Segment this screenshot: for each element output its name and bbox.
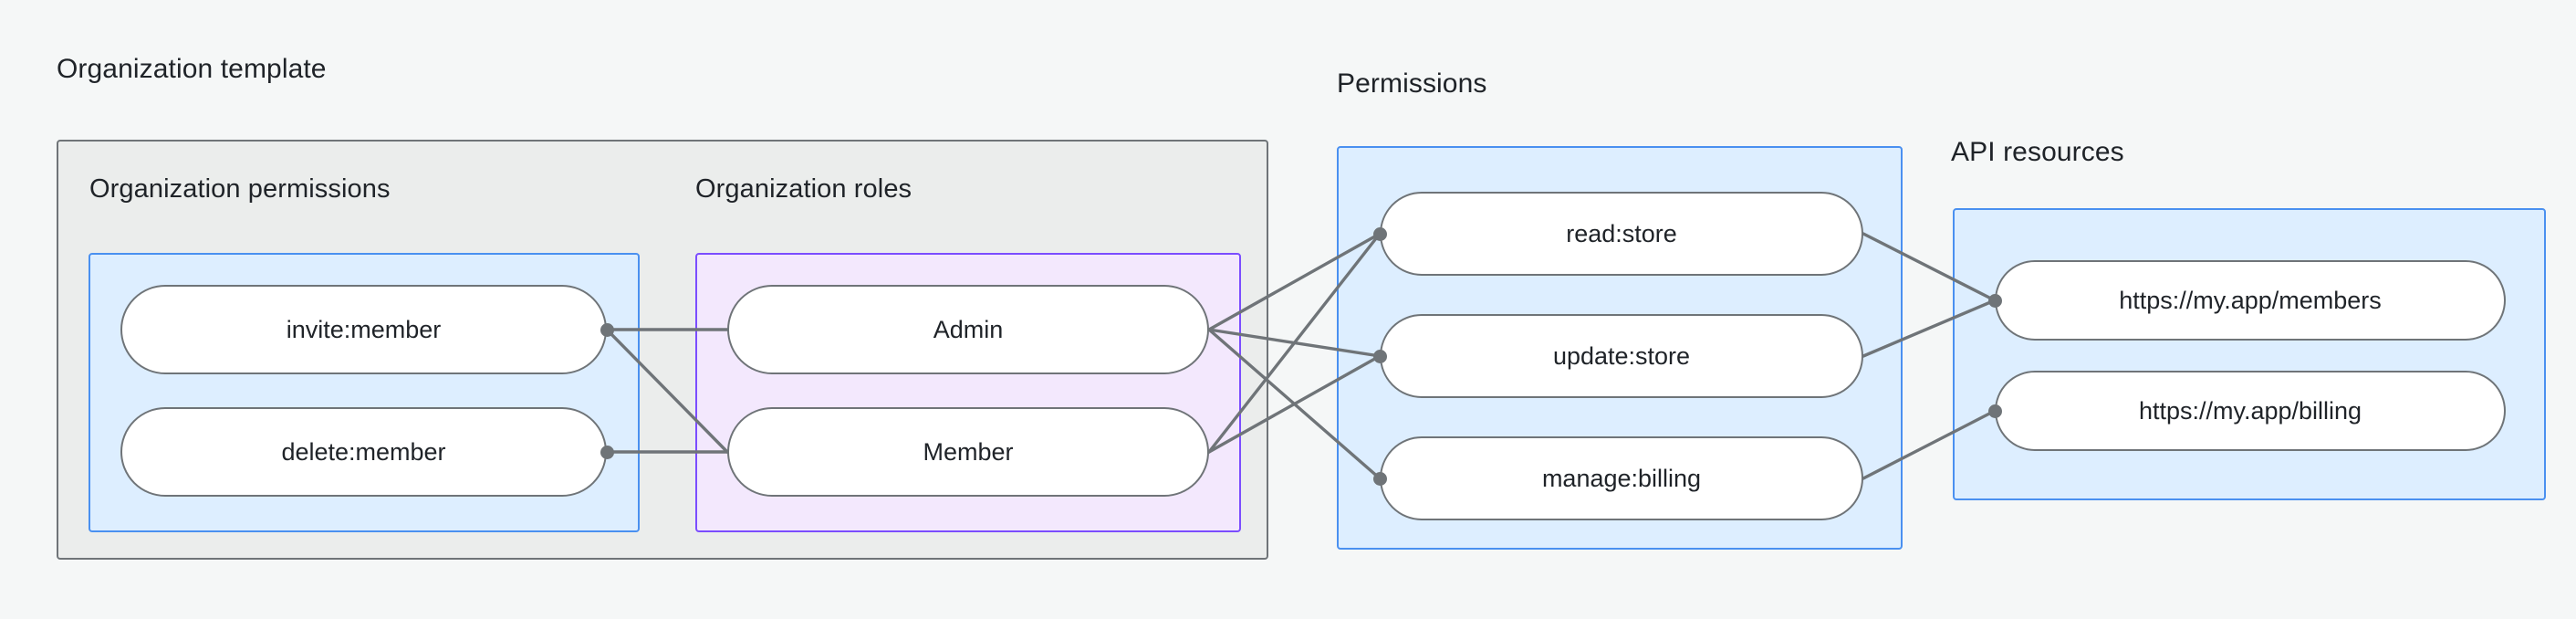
group-title-permissions: Permissions	[1337, 68, 1487, 99]
connector-dot-url-billing	[1988, 404, 2002, 418]
group-title-organization-template: Organization template	[57, 54, 327, 84]
connector-dot-invite-member	[600, 323, 614, 337]
connector-dot-read-store	[1373, 227, 1387, 241]
group-title-organization-roles: Organization roles	[695, 174, 913, 204]
node-url-billing[interactable]: https://my.app/billing	[1995, 371, 2506, 451]
connector-dot-update-store	[1373, 350, 1387, 363]
node-update-store[interactable]: update:store	[1380, 314, 1863, 398]
node-manage-billing[interactable]: manage:billing	[1380, 436, 1863, 520]
connector-dot-delete-member	[600, 446, 614, 459]
connector-dot-manage-billing	[1373, 472, 1387, 486]
node-read-store[interactable]: read:store	[1380, 192, 1863, 276]
node-url-members[interactable]: https://my.app/members	[1995, 260, 2506, 341]
group-title-organization-permissions: Organization permissions	[89, 174, 391, 204]
connector-dot-url-members	[1988, 294, 2002, 308]
node-invite-member[interactable]: invite:member	[120, 285, 607, 374]
group-title-api-resources: API resources	[1951, 137, 2124, 167]
node-delete-member[interactable]: delete:member	[120, 407, 607, 497]
node-admin[interactable]: Admin	[727, 285, 1209, 374]
node-member[interactable]: Member	[727, 407, 1209, 497]
group-box-api-resources	[1953, 208, 2546, 500]
